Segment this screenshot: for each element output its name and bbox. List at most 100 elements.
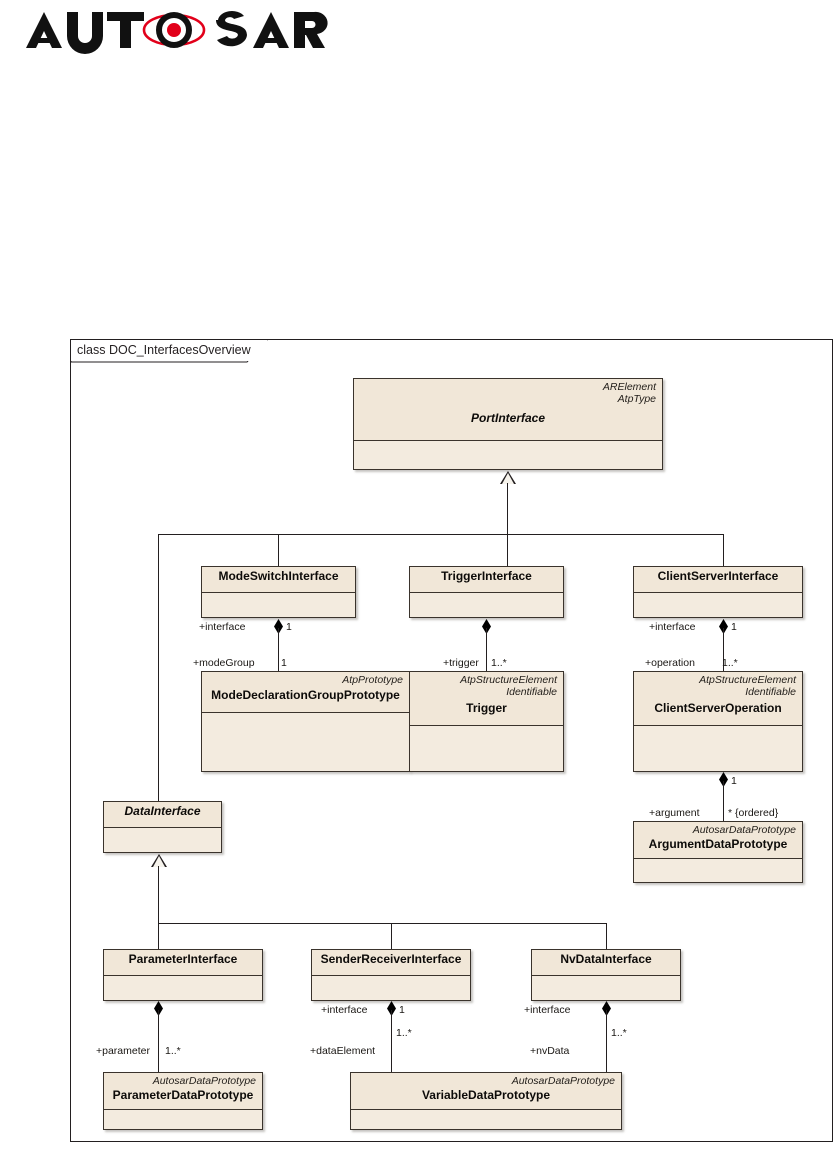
class-header: ClientServerInterface	[634, 567, 802, 593]
generalization-branch-data-interface	[158, 534, 159, 801]
class-stereotype: AutosarDataPrototype	[511, 1075, 615, 1087]
class-attributes-compartment	[532, 976, 680, 1000]
class-box-sender-receiver-interface[interactable]: SenderReceiverInterface	[311, 949, 471, 1001]
class-header: AutosarDataPrototype ParameterDataProtot…	[104, 1073, 262, 1110]
autosar-logo-svg	[26, 11, 328, 54]
association-source-role: +interface	[321, 1004, 368, 1016]
class-name: TriggerInterface	[441, 569, 532, 583]
class-header: NvDataInterface	[532, 950, 680, 976]
generalization-branch	[606, 923, 607, 950]
class-header: AutosarDataPrototype ArgumentDataPrototy…	[634, 822, 802, 859]
class-header: AtpPrototype ModeDeclarationGroupPrototy…	[202, 672, 409, 713]
association-target-role: +nvData	[530, 1045, 570, 1057]
association-target-multiplicity: 1..*	[722, 657, 738, 669]
generalization-bus	[158, 923, 606, 924]
class-stereotype: AtpPrototype	[342, 674, 403, 686]
composition-diamond	[154, 1001, 163, 1016]
frame-tab-label: class DOC_InterfacesOverview	[77, 343, 251, 358]
class-stereotype: Identifiable	[506, 686, 557, 698]
class-attributes-compartment	[104, 828, 221, 852]
class-attributes-compartment	[202, 593, 355, 617]
class-attributes-compartment	[634, 726, 802, 771]
class-name: ClientServerInterface	[657, 569, 779, 583]
composition-diamond	[719, 619, 728, 634]
class-header: TriggerInterface	[410, 567, 563, 593]
class-stereotype: AtpStructureElement	[699, 674, 796, 686]
class-attributes-compartment	[634, 593, 802, 617]
association-line	[391, 1010, 392, 1072]
class-name: ModeDeclarationGroupPrototype	[211, 688, 400, 702]
association-line	[723, 781, 724, 821]
class-header: ModeSwitchInterface	[202, 567, 355, 593]
class-attributes-compartment	[202, 713, 409, 771]
class-box-trigger-interface[interactable]: TriggerInterface	[409, 566, 564, 618]
association-line	[723, 628, 724, 671]
class-stereotype: Identifiable	[745, 686, 796, 698]
class-box-parameter-data-prototype[interactable]: AutosarDataPrototype ParameterDataProtot…	[103, 1072, 263, 1130]
class-attributes-compartment	[351, 1110, 621, 1129]
class-attributes-compartment	[410, 726, 563, 771]
class-box-variable-data-prototype[interactable]: AutosarDataPrototype VariableDataPrototy…	[350, 1072, 622, 1130]
class-name: DataInterface	[124, 804, 201, 818]
generalization-stem	[507, 483, 508, 534]
generalization-branch	[278, 534, 279, 567]
class-box-port-interface[interactable]: ARElement AtpType PortInterface	[353, 378, 663, 470]
composition-diamond	[602, 1001, 611, 1016]
generalization-stem	[158, 866, 159, 923]
association-target-multiplicity: 1..*	[491, 657, 507, 669]
association-target-multiplicity: 1..*	[611, 1027, 627, 1039]
generalization-branch	[391, 923, 392, 950]
class-attributes-compartment	[410, 593, 563, 617]
association-target-role: +parameter	[96, 1045, 150, 1057]
class-box-client-server-operation[interactable]: AtpStructureElement Identifiable ClientS…	[633, 671, 803, 772]
class-name: ParameterInterface	[128, 952, 238, 966]
class-box-data-interface[interactable]: DataInterface	[103, 801, 222, 853]
class-stereotype: ARElement	[602, 381, 656, 393]
class-box-mode-declaration-group-prototype[interactable]: AtpPrototype ModeDeclarationGroupPrototy…	[201, 671, 410, 772]
class-name: ParameterDataPrototype	[112, 1088, 254, 1102]
association-source-multiplicity: 1	[731, 775, 737, 787]
association-target-role: +operation	[645, 657, 695, 669]
composition-diamond	[482, 619, 491, 634]
generalization-branch	[507, 534, 508, 567]
association-source-multiplicity: 1	[399, 1004, 405, 1016]
association-source-multiplicity: 1	[731, 621, 737, 633]
association-target-role: +trigger	[443, 657, 479, 669]
association-source-multiplicity: 1	[286, 621, 292, 633]
class-box-client-server-interface[interactable]: ClientServerInterface	[633, 566, 803, 618]
class-box-argument-data-prototype[interactable]: AutosarDataPrototype ArgumentDataPrototy…	[633, 821, 803, 883]
class-header: SenderReceiverInterface	[312, 950, 470, 976]
association-target-role: +modeGroup	[193, 657, 255, 669]
association-target-multiplicity: 1..*	[396, 1027, 412, 1039]
class-attributes-compartment	[354, 441, 662, 469]
association-source-role: +interface	[524, 1004, 571, 1016]
class-header: DataInterface	[104, 802, 221, 828]
association-source-role: +interface	[649, 621, 696, 633]
class-name: ClientServerOperation	[654, 701, 782, 715]
association-line	[606, 1010, 607, 1072]
uml-diagram-frame: class DOC_InterfacesOverview ARElement A…	[70, 339, 833, 1142]
autosar-logo	[22, 4, 332, 60]
generalization-branch	[723, 534, 724, 567]
class-box-nv-data-interface[interactable]: NvDataInterface	[531, 949, 681, 1001]
composition-diamond	[719, 772, 728, 787]
association-line	[486, 628, 487, 671]
generalization-branch	[158, 923, 159, 950]
generalization-bus	[158, 534, 724, 535]
association-target-multiplicity: 1	[281, 657, 287, 669]
association-target-multiplicity: * {ordered}	[728, 807, 779, 819]
class-box-trigger[interactable]: AtpStructureElement Identifiable Trigger	[409, 671, 564, 772]
class-box-mode-switch-interface[interactable]: ModeSwitchInterface	[201, 566, 356, 618]
class-name: SenderReceiverInterface	[320, 952, 462, 966]
class-attributes-compartment	[634, 859, 802, 882]
class-header: AtpStructureElement Identifiable ClientS…	[634, 672, 802, 726]
frame-tab: class DOC_InterfacesOverview	[71, 340, 267, 361]
class-name: NvDataInterface	[560, 952, 652, 966]
class-attributes-compartment	[312, 976, 470, 1000]
composition-diamond	[387, 1001, 396, 1016]
association-target-role: +argument	[649, 807, 700, 819]
class-stereotype: AtpStructureElement	[460, 674, 557, 686]
association-target-multiplicity: 1..*	[165, 1045, 181, 1057]
class-box-parameter-interface[interactable]: ParameterInterface	[103, 949, 263, 1001]
class-name: PortInterface	[470, 411, 546, 425]
